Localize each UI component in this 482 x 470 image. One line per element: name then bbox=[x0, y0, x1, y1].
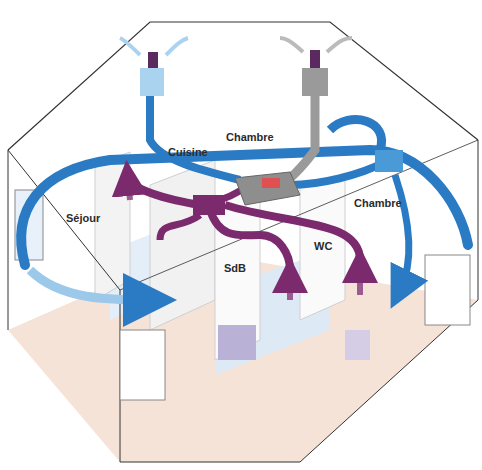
supply-duct bbox=[21, 150, 468, 265]
wall-edge bbox=[478, 140, 479, 300]
room-label: Séjour bbox=[66, 212, 100, 224]
intake-box bbox=[140, 68, 164, 96]
wall-edge bbox=[8, 150, 9, 330]
extract-duct bbox=[160, 215, 200, 240]
wall bbox=[150, 160, 215, 330]
air-flow bbox=[280, 38, 352, 52]
extract-plenum bbox=[193, 195, 225, 215]
room-label: Chambre bbox=[354, 197, 402, 209]
room-label: SdB bbox=[224, 262, 246, 274]
door bbox=[120, 330, 165, 400]
room-label: Cuisine bbox=[168, 146, 208, 158]
bathtub bbox=[218, 325, 256, 360]
supply-duct bbox=[395, 175, 409, 290]
room-label: Chambre bbox=[226, 131, 274, 143]
heat-exchanger bbox=[235, 172, 300, 205]
supply-plenum bbox=[375, 150, 403, 172]
roof-outline bbox=[8, 22, 478, 150]
wall-edge bbox=[120, 462, 300, 463]
extract-duct bbox=[125, 175, 200, 205]
door bbox=[425, 255, 470, 325]
supply-duct bbox=[330, 120, 382, 150]
supply-flow bbox=[30, 270, 150, 300]
heat-exchanger-core bbox=[262, 178, 280, 188]
extract-duct bbox=[225, 205, 360, 260]
extract-flow bbox=[357, 265, 363, 295]
wall bbox=[95, 152, 130, 300]
air-flow bbox=[120, 38, 188, 55]
roof-outlet bbox=[310, 50, 320, 68]
room-label: WC bbox=[314, 240, 332, 252]
wall bbox=[300, 175, 345, 320]
toilet bbox=[345, 330, 370, 360]
exhaust-duct bbox=[280, 90, 315, 185]
extract-flow bbox=[287, 275, 293, 300]
roof-outlet bbox=[148, 52, 158, 68]
exhaust-box bbox=[302, 68, 328, 96]
extract-flow bbox=[128, 178, 130, 200]
